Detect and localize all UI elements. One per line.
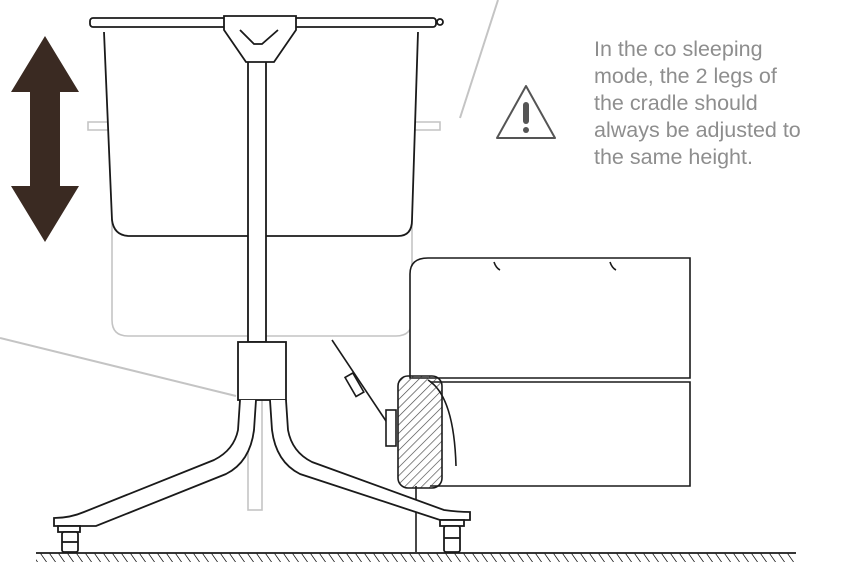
- sofa-seat: [409, 257, 691, 379]
- left-wheel-icon: [57, 525, 81, 553]
- cradle-base: [53, 341, 471, 553]
- callout-leaders: [0, 0, 499, 397]
- callout-leader-top: [459, 0, 499, 119]
- base-right-leg: [269, 399, 471, 521]
- cradle-handle-inner: [239, 29, 279, 45]
- note-line: mode, the 2 legs of: [594, 64, 777, 88]
- cosleeping-attachment: [331, 339, 457, 489]
- sofa-cushion-seams: [493, 261, 617, 271]
- callout-leader-left: [0, 337, 237, 397]
- note-line: the cradle should: [594, 91, 758, 115]
- right-wheel-icon: [439, 519, 465, 553]
- ground: [36, 552, 796, 562]
- note-line: the same height.: [594, 145, 753, 169]
- base-column: [237, 341, 287, 401]
- strap-buckle: [343, 371, 365, 398]
- note-line: always be adjusted to: [594, 118, 801, 142]
- rail-end-cap: [436, 18, 444, 26]
- cradle-handle: [223, 15, 297, 63]
- cradle: [89, 15, 444, 343]
- warning-triangle-icon: [496, 85, 556, 139]
- cosleeping-height-note: In the co sleeping mode, the 2 legs of t…: [594, 36, 856, 171]
- clamp-curve: [427, 379, 457, 467]
- bed-clamp: [397, 375, 443, 489]
- attachment-strap: [331, 339, 393, 431]
- cradle-pole: [247, 59, 267, 343]
- adult-sofa: [409, 257, 691, 552]
- height-adjust-arrow-icon: [11, 36, 79, 242]
- base-left-leg: [53, 399, 257, 527]
- clip-plate: [385, 409, 397, 447]
- sofa-cushion-lower: [430, 381, 691, 487]
- note-line: In the co sleeping: [594, 37, 763, 61]
